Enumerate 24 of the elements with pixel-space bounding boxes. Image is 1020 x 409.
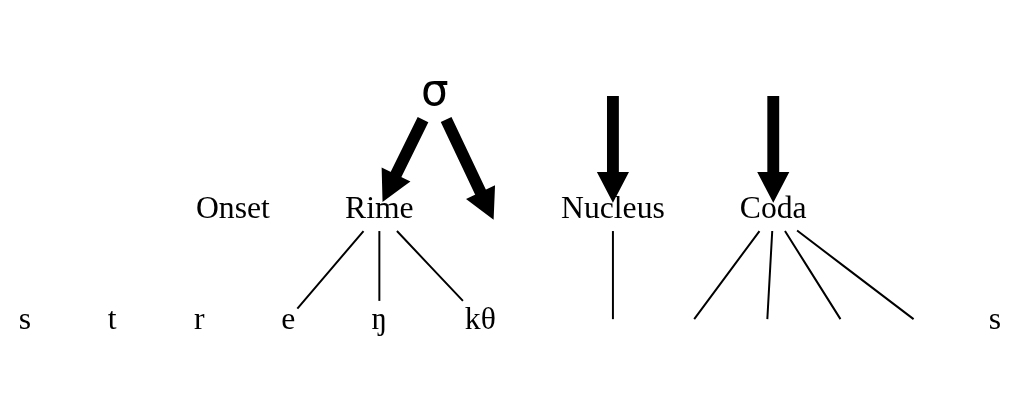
node-text: kθ (464, 300, 496, 336)
arrow (381, 116, 429, 202)
connector (796, 229, 915, 321)
label: t (107, 300, 117, 336)
arrow (596, 95, 629, 203)
arrow (440, 117, 496, 220)
connector (378, 230, 381, 302)
label: s (988, 300, 1002, 336)
arrow (757, 95, 790, 203)
connector (395, 230, 464, 302)
label: s (18, 300, 32, 336)
node-text: e (281, 300, 296, 336)
connector (693, 230, 761, 321)
connector (611, 230, 614, 321)
connector (784, 230, 842, 321)
label: r (193, 300, 205, 336)
node-text: Rime (345, 189, 414, 225)
connector (296, 230, 365, 310)
label: Onset (195, 189, 270, 225)
node-text: Coda (739, 189, 807, 225)
connector (766, 230, 774, 321)
node-text: ŋ (371, 300, 388, 336)
node-text: σ (420, 64, 449, 115)
node-text: Nucleus (561, 189, 665, 225)
